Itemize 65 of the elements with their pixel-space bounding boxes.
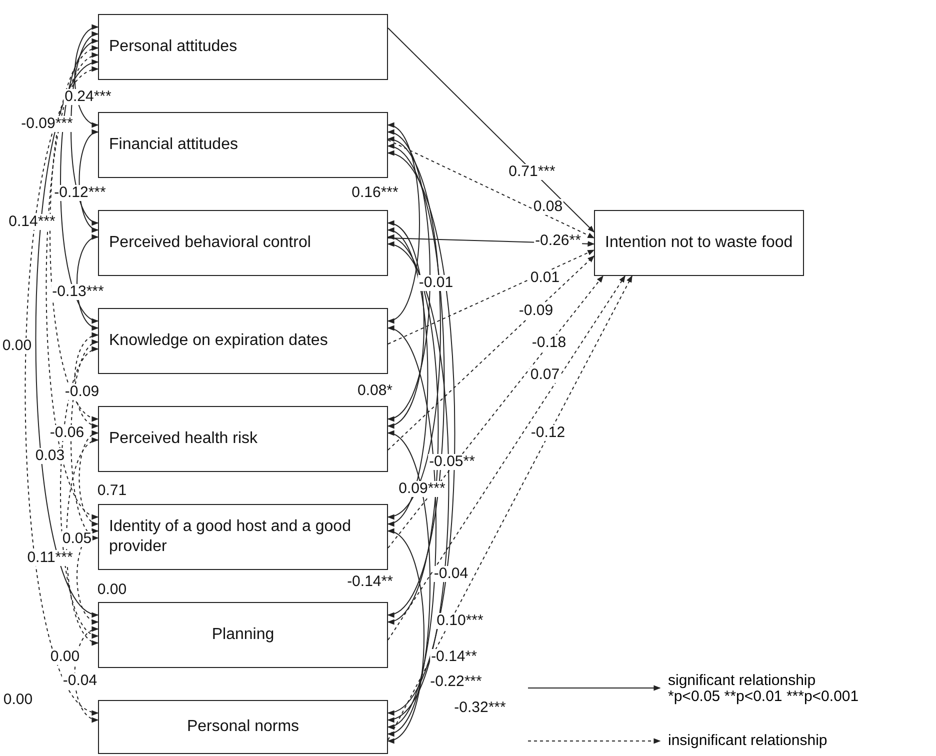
construct-box: Personal norms [98, 700, 388, 754]
construct-box: Knowledge on expiration dates [98, 308, 388, 374]
coefficient-label: 0.00 [49, 649, 81, 665]
construct-box: Financial attitudes [98, 112, 388, 178]
coefficient-label: -0.05** [428, 454, 476, 470]
coefficient-label: -0.09*** [20, 116, 74, 132]
covariance-arrow [387, 146, 445, 616]
covariance-arrow [387, 236, 439, 622]
covariance-arrow [24, 68, 99, 714]
construct-box: Perceived health risk [98, 406, 388, 472]
path-arrow [388, 256, 594, 450]
significance-note: *p<0.05 **p<0.01 ***p<0.001 [668, 688, 859, 705]
covariance-arrow [78, 432, 99, 525]
path-arrow [388, 275, 632, 740]
covariance-arrow [387, 432, 430, 734]
coefficient-label: -0.14** [430, 649, 478, 665]
covariance-arrow [387, 138, 441, 518]
edge-label: 0.07 [529, 367, 561, 383]
covariance-arrow [76, 530, 99, 623]
edge-label: 0.71*** [508, 164, 556, 180]
construct-box: Intention not to waste food [594, 210, 804, 276]
covariance-arrow [74, 334, 99, 428]
covariance-arrow [70, 342, 99, 538]
edge-label: -0.09 [518, 303, 554, 319]
edge-label: 0.08 [532, 199, 564, 215]
coefficient-label: 0.14*** [8, 214, 56, 230]
legend-text: significant relationship [668, 672, 816, 689]
covariance-arrow [387, 152, 456, 714]
path-arrow [388, 250, 595, 344]
path-arrow [388, 140, 595, 238]
path-arrow [388, 28, 594, 232]
covariance-arrow [35, 62, 99, 616]
covariance-arrow [387, 244, 450, 720]
legend-text: insignificant relationship [668, 732, 828, 749]
construct-box: Personal attitudes [98, 14, 388, 80]
path-arrow [388, 275, 604, 548]
covariance-arrow [387, 530, 424, 742]
coefficient-label: 0.03 [34, 448, 66, 464]
construct-box: Perceived behavioral control [98, 210, 388, 276]
covariance-arrow [66, 440, 99, 644]
covariance-arrow [387, 222, 424, 426]
coefficient-label: 0.00 [1, 338, 33, 354]
edge-label: -0.12 [530, 425, 566, 441]
coefficient-label: 0.05 [61, 531, 93, 547]
coefficient-label: -0.12*** [53, 185, 107, 201]
coefficient-label: -0.01 [418, 275, 454, 291]
covariance-arrow [387, 230, 428, 524]
coefficient-label: -0.13*** [51, 284, 105, 300]
covariance-arrow [387, 124, 420, 322]
coefficient-label: -0.06 [48, 425, 86, 441]
coefficient-label: 0.10*** [436, 613, 484, 629]
coefficient-label: 0.09*** [398, 481, 446, 497]
covariance-arrow [46, 54, 99, 518]
coefficient-label: 0.11*** [26, 550, 74, 566]
coefficient-label: -0.09 [64, 384, 100, 400]
construct-box: Identity of a good host and a good provider [98, 504, 388, 570]
coefficient-label: 0.24*** [64, 89, 112, 105]
coefficient-label: -0.04 [62, 673, 98, 689]
covariance-arrow [50, 48, 99, 420]
construct-box: Planning [98, 602, 388, 668]
coefficient-label: -0.04 [432, 566, 470, 582]
edge-label: -0.18 [530, 335, 568, 351]
path-arrow [388, 275, 626, 640]
covariance-arrow [387, 328, 436, 728]
covariance-arrow [387, 132, 430, 420]
